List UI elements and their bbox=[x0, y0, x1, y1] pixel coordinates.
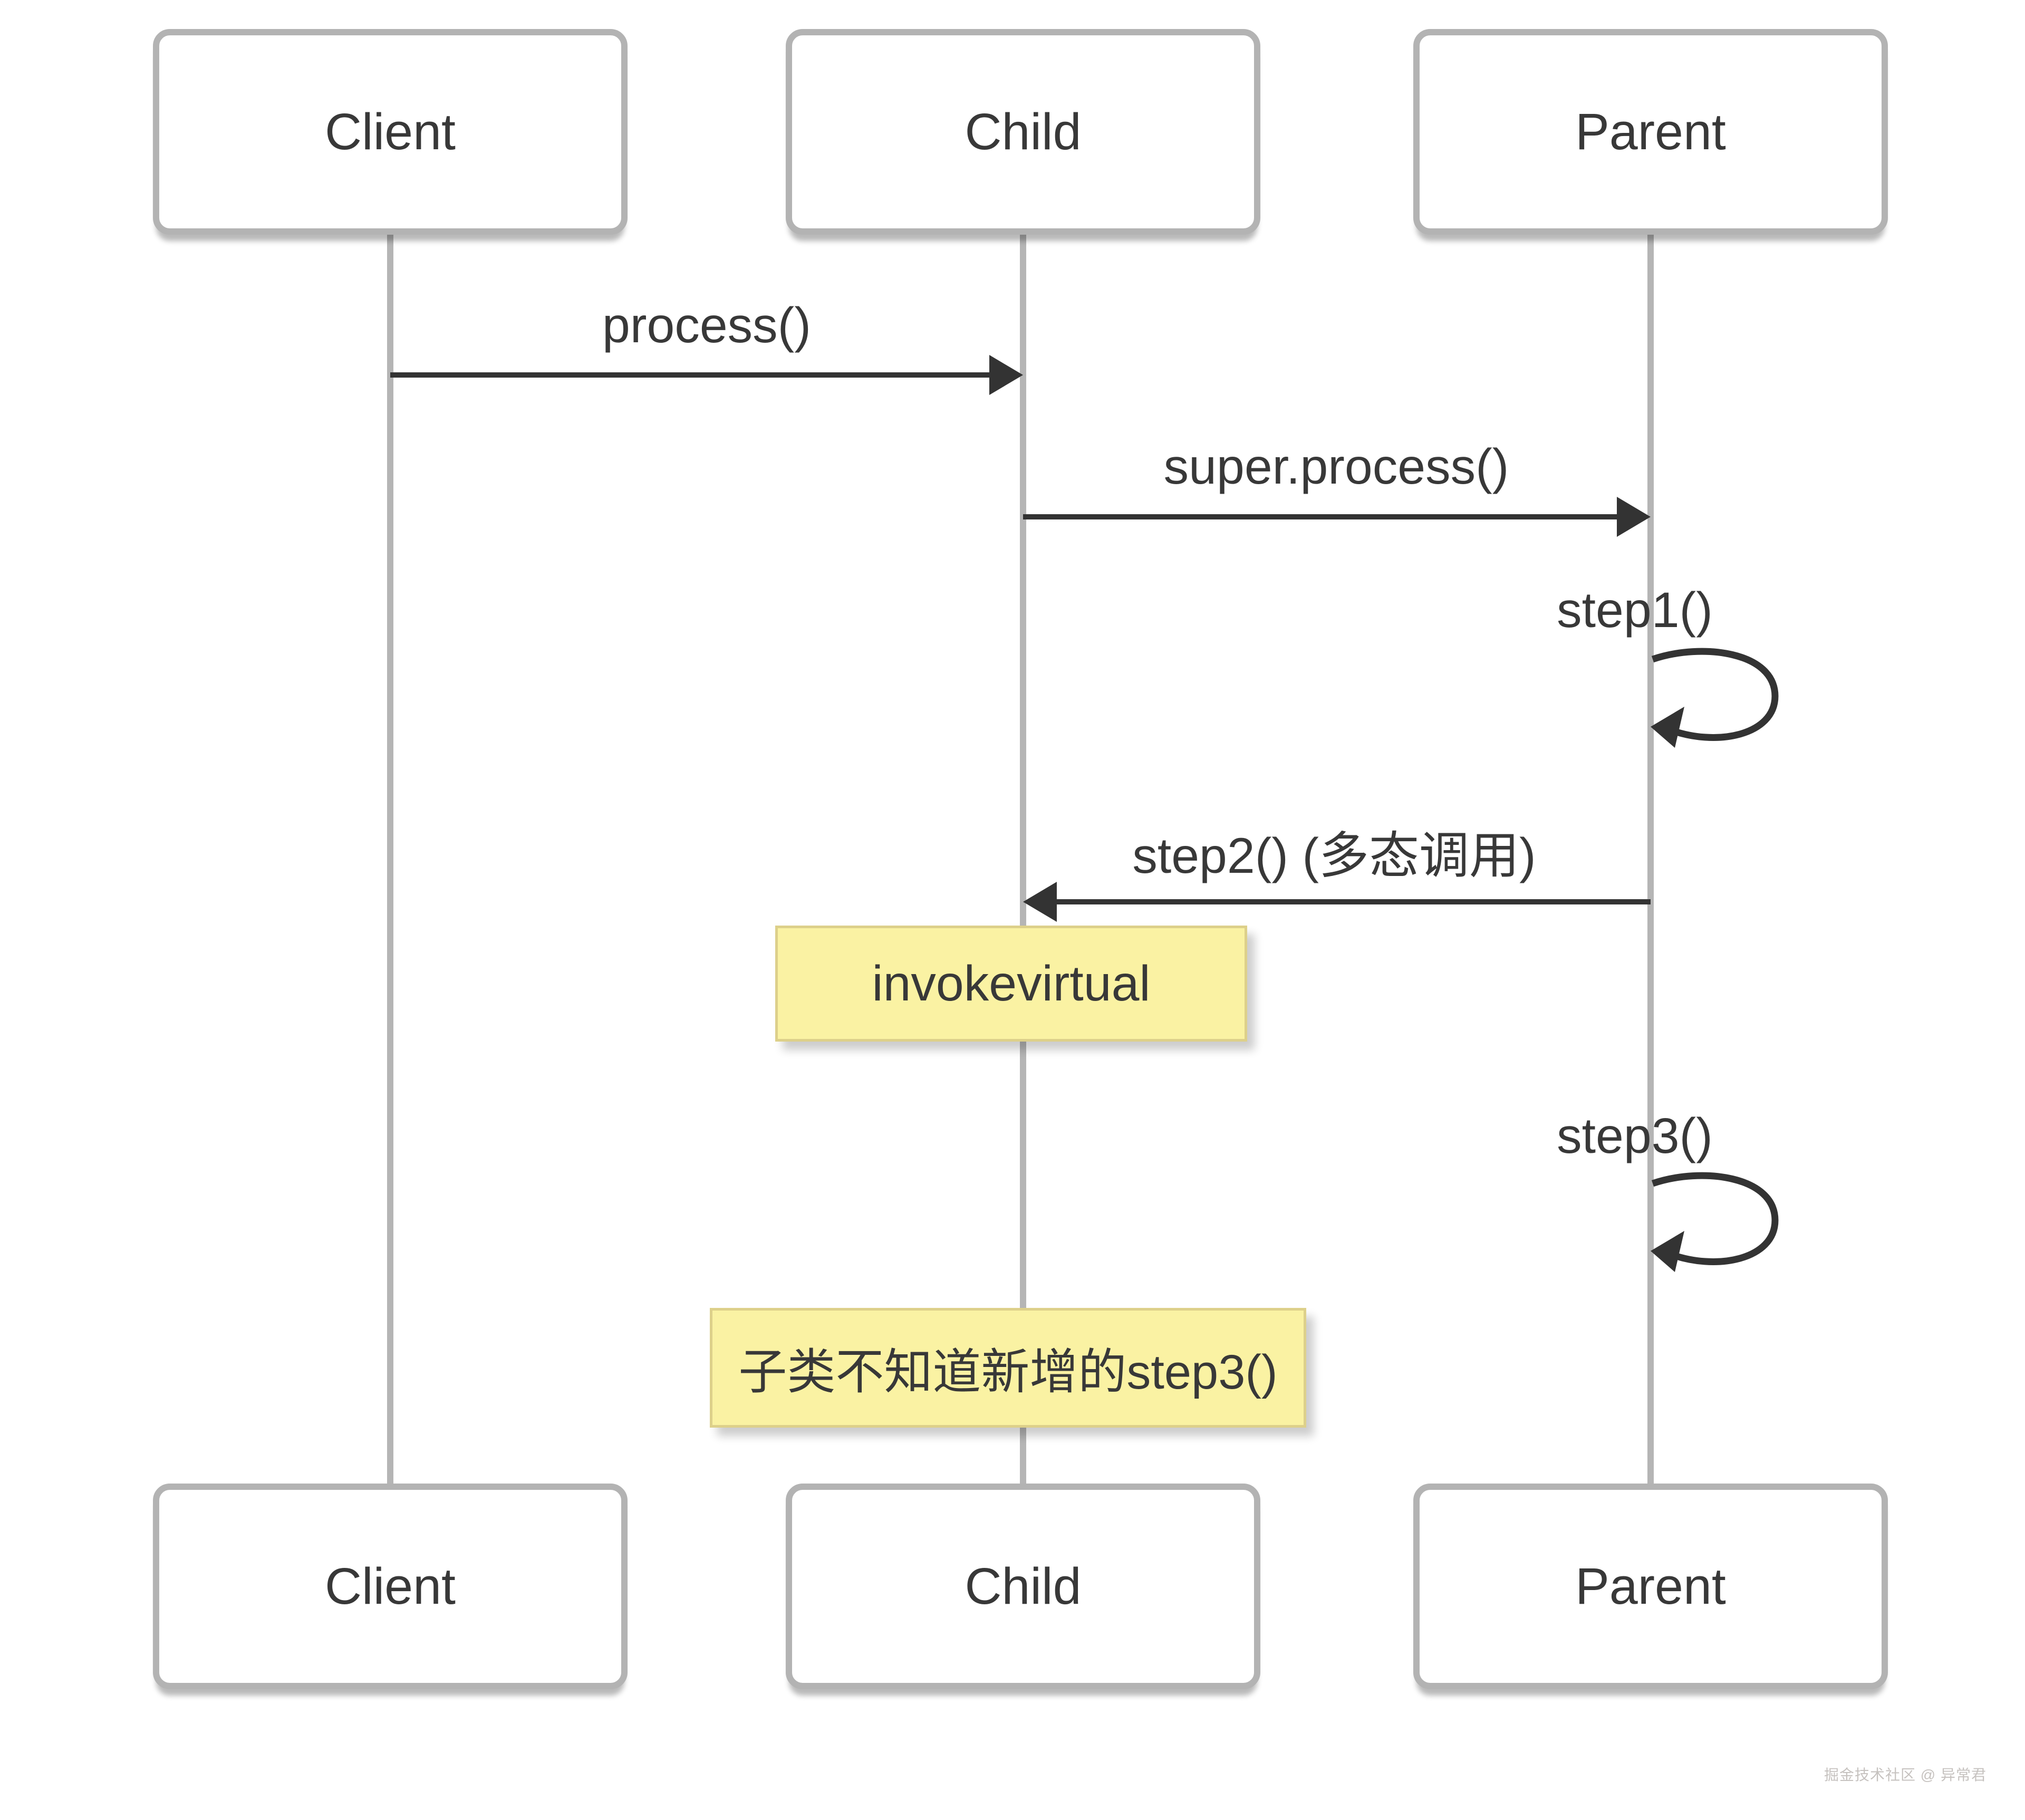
actor-label-parent: Parent bbox=[1575, 1557, 1726, 1615]
watermark: 掘金技术社区 @ 异常君 bbox=[1824, 1767, 1987, 1783]
actor-label-client: Client bbox=[325, 1557, 456, 1615]
note-invokevirtual-text: invokevirtual bbox=[872, 955, 1151, 1012]
self-loop-path bbox=[1651, 648, 1779, 741]
actor-label-child: Child bbox=[965, 103, 1082, 160]
arrow-step2-head-icon bbox=[1023, 882, 1057, 922]
message-label-super-process: super.process() bbox=[1163, 439, 1509, 495]
actor-label-child: Child bbox=[965, 1557, 1082, 1615]
actor-box-parent-bottom: Parent bbox=[1413, 1484, 1888, 1689]
actor-box-child-bottom: Child bbox=[786, 1484, 1260, 1689]
message-label-step1: step1() bbox=[1557, 582, 1713, 638]
lifeline-parent bbox=[1647, 235, 1654, 1484]
arrow-super-process-shaft bbox=[1023, 514, 1619, 519]
note-invokevirtual: invokevirtual bbox=[775, 926, 1247, 1042]
actor-box-client-bottom: Client bbox=[153, 1484, 628, 1689]
actor-label-client: Client bbox=[325, 103, 456, 160]
lifeline-client bbox=[387, 235, 393, 1484]
arrow-super-process-head-icon bbox=[1617, 497, 1651, 537]
arrow-process-shaft bbox=[390, 372, 991, 378]
arrow-step2-shaft bbox=[1055, 899, 1651, 904]
self-call-arrow-step1 bbox=[1651, 648, 1779, 748]
arrow-process-head-icon bbox=[989, 355, 1023, 395]
message-label-process: process() bbox=[602, 297, 811, 353]
self-loop-arrowhead-icon bbox=[1651, 1231, 1684, 1272]
actor-box-client-top: Client bbox=[153, 29, 628, 235]
note-step3-unknown: 子类不知道新增的step3() bbox=[710, 1308, 1306, 1428]
lifeline-child bbox=[1020, 235, 1026, 1484]
actor-box-parent-top: Parent bbox=[1413, 29, 1888, 235]
actor-box-child-top: Child bbox=[786, 29, 1260, 235]
note-step3-unknown-text: 子类不知道新增的step3() bbox=[738, 1345, 1278, 1399]
message-label-step3: step3() bbox=[1557, 1108, 1713, 1164]
message-label-step2: step2() (多态调用) bbox=[1132, 828, 1536, 884]
self-loop-path bbox=[1651, 1172, 1779, 1265]
self-loop-arrowhead-icon bbox=[1651, 707, 1684, 748]
self-call-arrow-step3 bbox=[1651, 1172, 1779, 1272]
actor-label-parent: Parent bbox=[1575, 103, 1726, 160]
